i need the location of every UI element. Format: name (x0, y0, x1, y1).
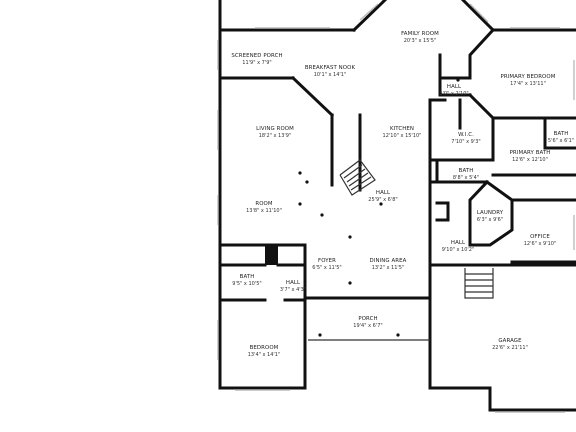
room-name-primary-bedroom: PRIMARY BEDROOM (501, 74, 556, 80)
room-labels: FAMILY ROOM 20'3" x 15'5" SCREENED PORCH… (231, 31, 574, 358)
room-name-primary-bath: PRIMARY BATH (510, 150, 551, 156)
room-name-hall-small: HALL (286, 280, 300, 286)
room-dims-hall-center: 25'9" x 6'8" (368, 197, 397, 203)
walls (218, 0, 576, 412)
room-name-breakfast-nook: BREAKFAST NOOK (305, 65, 356, 71)
room-dims-porch: 19'4" x 6'7" (353, 323, 382, 329)
room-dims-screened-porch: 11'9" x 7'9" (242, 60, 271, 66)
room-dims-hall-right: 9'10" x 10'2" (442, 247, 475, 253)
room-name-hall-top: HALL (447, 84, 461, 90)
room-name-garage: GARAGE (498, 338, 522, 344)
room-name-wic: W.I.C. (458, 132, 474, 138)
room-dims-living-room: 18'2" x 13'9" (259, 133, 292, 139)
room-dims-foyer: 6'5" x 11'5" (312, 265, 341, 271)
room-name-laundry: LAUNDRY (477, 210, 504, 216)
room-name-screened-porch: SCREENED PORCH (231, 53, 282, 59)
room-name-room: ROOM (255, 201, 273, 207)
room-name-foyer: FOYER (318, 258, 336, 264)
room-dims-kitchen: 12'10" x 15'10" (383, 133, 422, 139)
room-name-bath-primary: BATH (554, 131, 569, 137)
room-name-hall-center: HALL (376, 190, 390, 196)
room-name-bedroom: BEDROOM (250, 345, 279, 351)
room-dims-hall-top: 3'0" x 2'10" (439, 91, 468, 97)
room-name-kitchen: KITCHEN (390, 126, 414, 132)
room-dims-primary-bath: 12'6" x 12'10" (512, 157, 548, 163)
room-name-living-room: LIVING ROOM (256, 126, 294, 132)
room-name-porch: PORCH (358, 316, 377, 322)
room-dims-breakfast-nook: 10'1" x 14'1" (314, 72, 347, 78)
windows (217, 3, 575, 413)
room-dims-bath-left: 9'5" x 10'5" (232, 281, 261, 287)
room-dims-bath-mid: 8'8" x 5'4" (453, 175, 479, 181)
column-markers (298, 78, 460, 337)
room-name-family-room: FAMILY ROOM (401, 31, 439, 37)
room-dims-bedroom: 13'4" x 14'1" (248, 352, 281, 358)
staircase (339, 159, 376, 196)
room-dims-room: 13'8" x 11'10" (246, 208, 282, 214)
room-name-hall-right: HALL (451, 240, 465, 246)
room-dims-hall-small: 3'7" x 4'3" (280, 287, 306, 293)
room-dims-family-room: 20'3" x 15'5" (404, 38, 437, 44)
room-name-bath-mid: BATH (459, 168, 474, 174)
room-name-office: OFFICE (530, 234, 550, 240)
room-dims-office: 12'6" x 9'10" (524, 241, 557, 247)
garage-steps (465, 273, 493, 293)
room-dims-garage: 22'6" x 21'11" (492, 345, 528, 351)
room-name-dining-area: DINING AREA (370, 258, 407, 264)
room-dims-laundry: 6'3" x 9'6" (477, 217, 503, 223)
room-dims-dining-area: 13'2" x 11'5" (372, 265, 405, 271)
room-name-bath-left: BATH (240, 274, 255, 280)
room-dims-wic: 7'10" x 9'3" (451, 139, 480, 145)
room-dims-bath-primary: 5'6" x 6'1" (548, 138, 574, 144)
room-dims-primary-bedroom: 17'4" x 13'11" (510, 81, 546, 87)
